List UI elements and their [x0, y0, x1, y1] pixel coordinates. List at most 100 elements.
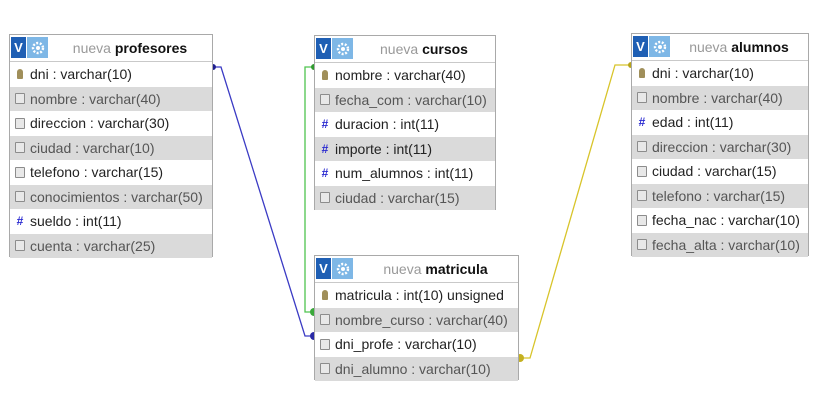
column-label: direccion : varchar(30): [652, 138, 792, 155]
hash-icon: #: [638, 115, 646, 130]
column-label: nombre : varchar(40): [30, 90, 161, 107]
column-icon: [10, 117, 30, 129]
gear-icon[interactable]: [27, 37, 48, 58]
table-matricula[interactable]: V nueva matricula matricula : int(10) un…: [314, 255, 519, 381]
table-name: matricula: [425, 261, 488, 277]
table-profesores[interactable]: V nueva profesores dni : varchar(10) nom…: [9, 34, 213, 258]
column-label: fecha_nac : varchar(10): [652, 212, 800, 229]
column-label: nombre : varchar(40): [652, 89, 783, 106]
database-label: nueva: [689, 39, 728, 55]
column-row[interactable]: # sueldo : int(11): [10, 209, 212, 234]
v-icon[interactable]: V: [11, 37, 26, 58]
hash-icon: #: [321, 166, 329, 181]
column-row[interactable]: direccion : varchar(30): [632, 134, 808, 159]
table-title: nueva cursos: [315, 41, 495, 57]
column-row[interactable]: ciudad : varchar(15): [632, 159, 808, 184]
column-row[interactable]: dni : varchar(10): [632, 61, 808, 86]
table-title: nueva matricula: [315, 261, 518, 277]
column-row[interactable]: dni_alumno : varchar(10): [315, 356, 518, 381]
column-row[interactable]: direccion : varchar(30): [10, 111, 212, 136]
relation-line-dni-profe[interactable]: [213, 66, 315, 337]
relation-line-dni-alumno[interactable]: [519, 64, 631, 359]
column-icon: [632, 165, 652, 177]
column-label: duracion : int(11): [335, 116, 440, 133]
table-title: nueva alumnos: [632, 39, 808, 55]
column-icon: [632, 239, 652, 251]
column-row[interactable]: # num_alumnos : int(11): [315, 161, 495, 186]
column-icon: [632, 190, 652, 202]
column-label: telefono : varchar(15): [652, 187, 786, 204]
column-label: ciudad : varchar(15): [652, 163, 777, 180]
hash-icon: #: [321, 117, 329, 132]
table-alumnos[interactable]: V nueva alumnos dni : varchar(10) nombre…: [631, 33, 809, 257]
table-cursos[interactable]: V nueva cursos nombre : varchar(40) fech…: [314, 35, 496, 210]
column-label: sueldo : int(11): [30, 213, 122, 230]
table-header[interactable]: V nueva profesores: [10, 35, 212, 62]
column-row[interactable]: fecha_nac : varchar(10): [632, 208, 808, 233]
hash-icon: #: [16, 214, 24, 229]
database-label: nueva: [383, 261, 422, 277]
column-icon: [632, 141, 652, 153]
column-label: conocimientos : varchar(50): [30, 188, 203, 205]
column-icon: [315, 192, 335, 204]
column-row[interactable]: fecha_com : varchar(10): [315, 87, 495, 112]
key-icon: [315, 70, 335, 81]
v-icon[interactable]: V: [633, 36, 648, 57]
table-name: alumnos: [731, 39, 789, 55]
database-label: nueva: [72, 40, 111, 56]
column-row[interactable]: # duracion : int(11): [315, 112, 495, 137]
column-row[interactable]: nombre_curso : varchar(40): [315, 307, 518, 332]
column-row[interactable]: #importe : int(11): [315, 136, 495, 161]
gear-icon[interactable]: [332, 38, 353, 59]
column-icon: [632, 92, 652, 104]
table-header[interactable]: V nueva matricula: [315, 256, 518, 283]
column-row[interactable]: conocimientos : varchar(50): [10, 184, 212, 209]
column-label: nombre : varchar(40): [335, 67, 466, 84]
column-label: dni : varchar(10): [30, 66, 132, 83]
column-row[interactable]: nombre : varchar(40): [10, 86, 212, 111]
column-label: dni : varchar(10): [652, 65, 754, 82]
database-label: nueva: [380, 41, 419, 57]
column-row[interactable]: telefono : varchar(15): [10, 160, 212, 185]
column-row[interactable]: fecha_alta : varchar(10): [632, 232, 808, 257]
column-icon: [315, 314, 335, 326]
column-icon: [315, 338, 335, 350]
table-header[interactable]: V nueva cursos: [315, 36, 495, 63]
column-row[interactable]: ciudad : varchar(10): [10, 135, 212, 160]
column-row[interactable]: dni_profe : varchar(10): [315, 332, 518, 357]
column-label: nombre_curso : varchar(40): [335, 311, 508, 328]
column-icon: [632, 214, 652, 226]
column-icon: [10, 93, 30, 105]
column-label: dni_alumno : varchar(10): [335, 360, 491, 377]
gear-icon[interactable]: [649, 36, 670, 57]
column-label: fecha_alta : varchar(10): [652, 236, 800, 253]
column-icon: [315, 363, 335, 375]
v-icon[interactable]: V: [316, 258, 331, 279]
column-row[interactable]: # edad : int(11): [632, 110, 808, 135]
column-row[interactable]: matricula : int(10) unsigned: [315, 283, 518, 308]
column-row[interactable]: cuenta : varchar(25): [10, 233, 212, 258]
column-label: edad : int(11): [652, 114, 734, 131]
hash-icon: #: [321, 141, 329, 156]
column-row[interactable]: nombre : varchar(40): [632, 85, 808, 110]
gear-icon[interactable]: [332, 258, 353, 279]
column-row[interactable]: ciudad : varchar(15): [315, 185, 495, 210]
column-row[interactable]: nombre : varchar(40): [315, 63, 495, 88]
column-icon: [10, 166, 30, 178]
column-label: dni_profe : varchar(10): [335, 336, 477, 353]
column-row[interactable]: telefono : varchar(15): [632, 183, 808, 208]
key-icon: [10, 69, 30, 80]
column-icon: [10, 142, 30, 154]
column-label: telefono : varchar(15): [30, 164, 164, 181]
table-header[interactable]: V nueva alumnos: [632, 34, 808, 61]
table-title: nueva profesores: [10, 40, 212, 56]
column-icon: [10, 240, 30, 252]
column-label: cuenta : varchar(25): [30, 237, 156, 254]
column-label: direccion : varchar(30): [30, 115, 170, 132]
column-label: fecha_com : varchar(10): [335, 91, 487, 108]
key-icon: [315, 290, 335, 301]
v-icon[interactable]: V: [316, 38, 331, 59]
column-row[interactable]: dni : varchar(10): [10, 62, 212, 87]
column-label: num_alumnos : int(11): [335, 165, 474, 182]
